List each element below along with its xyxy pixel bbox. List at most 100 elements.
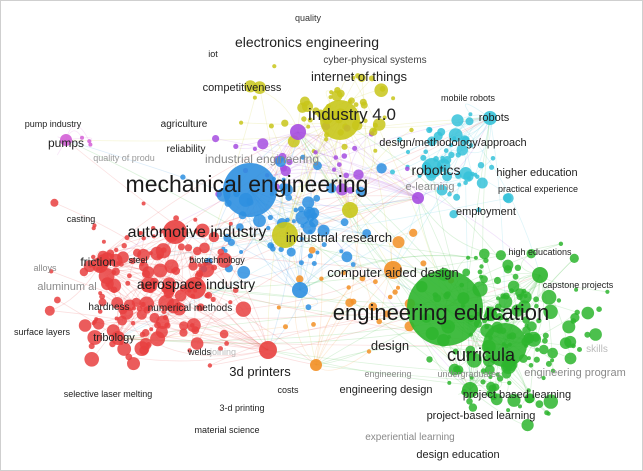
network-node bbox=[420, 260, 427, 267]
network-edge bbox=[315, 151, 541, 276]
label-mobile-robots: mobile robots bbox=[441, 93, 496, 103]
network-node bbox=[392, 236, 405, 249]
network-node bbox=[518, 300, 531, 313]
network-node bbox=[311, 322, 316, 327]
network-node bbox=[193, 217, 198, 222]
label-robots: robots bbox=[479, 112, 510, 124]
network-node bbox=[267, 214, 273, 221]
label-engineering: engineering bbox=[364, 369, 411, 379]
network-node bbox=[341, 251, 353, 263]
network-node bbox=[286, 158, 293, 166]
network-node bbox=[452, 348, 459, 355]
label-skills: skills bbox=[586, 344, 608, 355]
network-node bbox=[196, 303, 205, 312]
network-node bbox=[550, 358, 555, 363]
hub-node bbox=[342, 202, 358, 218]
network-node bbox=[484, 308, 498, 322]
network-edge bbox=[462, 117, 491, 154]
network-node bbox=[363, 118, 368, 124]
network-node bbox=[359, 275, 366, 282]
network-node bbox=[317, 224, 330, 237]
network-node bbox=[373, 148, 378, 153]
network-node bbox=[526, 388, 531, 393]
network-node bbox=[357, 73, 366, 82]
network-node bbox=[353, 169, 364, 180]
network-edge bbox=[529, 274, 541, 399]
network-node bbox=[507, 280, 520, 292]
hub-node bbox=[483, 323, 527, 367]
label-internet-of-things: internet of things bbox=[311, 69, 408, 84]
network-edge bbox=[355, 104, 394, 271]
network-node bbox=[295, 210, 310, 225]
network-node bbox=[54, 296, 61, 304]
network-node bbox=[266, 225, 271, 231]
network-node bbox=[302, 196, 315, 209]
network-node bbox=[224, 341, 230, 346]
label-agriculture: agriculture bbox=[161, 119, 208, 130]
network-node bbox=[521, 419, 534, 432]
network-node bbox=[281, 119, 289, 127]
network-node bbox=[526, 249, 536, 259]
label-material-science: material science bbox=[194, 425, 259, 435]
network-node bbox=[267, 242, 274, 249]
network-node bbox=[134, 341, 150, 356]
network-node bbox=[257, 138, 269, 150]
network-node bbox=[223, 248, 228, 253]
network-node bbox=[484, 365, 495, 375]
network-node bbox=[278, 246, 284, 252]
network-node bbox=[391, 96, 396, 101]
label-competitiveness: competitiveness bbox=[203, 82, 282, 94]
network-edge bbox=[274, 117, 491, 189]
network-edge bbox=[469, 373, 509, 398]
network-node bbox=[457, 182, 462, 187]
network-node bbox=[564, 335, 577, 348]
hub-node bbox=[310, 359, 322, 371]
network-node bbox=[488, 375, 493, 379]
network-node bbox=[372, 118, 386, 131]
network-node bbox=[140, 276, 157, 293]
network-node bbox=[332, 167, 337, 172]
network-edge bbox=[106, 275, 269, 351]
network-node bbox=[120, 306, 134, 320]
network-edge bbox=[315, 351, 370, 371]
network-node bbox=[173, 215, 180, 222]
network-node bbox=[460, 135, 470, 145]
network-node bbox=[544, 410, 550, 416]
network-node bbox=[507, 380, 512, 386]
network-node bbox=[142, 266, 155, 278]
network-node bbox=[275, 156, 287, 167]
network-node bbox=[526, 321, 537, 332]
network-node bbox=[387, 294, 393, 300]
network-node bbox=[92, 318, 105, 330]
network-edge bbox=[99, 208, 302, 266]
hub-node bbox=[223, 163, 277, 217]
network-node bbox=[541, 375, 546, 381]
label-industrial-engineering: industrial engineering bbox=[205, 152, 319, 166]
network-node bbox=[153, 263, 168, 278]
network-node bbox=[459, 167, 473, 180]
network-node bbox=[453, 193, 461, 201]
label-project-based-learning-1: project based learning bbox=[463, 389, 571, 401]
network-edge bbox=[392, 117, 491, 173]
network-node bbox=[87, 139, 92, 144]
label-automotive-industry: automotive industry bbox=[128, 224, 267, 241]
network-node bbox=[301, 116, 307, 122]
network-node bbox=[159, 229, 164, 234]
network-node bbox=[137, 231, 142, 236]
network-node bbox=[91, 254, 96, 260]
label-mechanical-engineering: mechanical engineering bbox=[126, 171, 369, 197]
network-node bbox=[346, 285, 351, 290]
network-node bbox=[558, 241, 564, 246]
label-design-education: design education bbox=[416, 449, 499, 461]
network-node bbox=[233, 143, 239, 149]
network-node bbox=[302, 221, 316, 235]
network-node bbox=[158, 294, 175, 311]
node-layer bbox=[44, 64, 610, 432]
network-node bbox=[420, 154, 427, 161]
network-node bbox=[480, 379, 486, 385]
network-edge bbox=[297, 131, 343, 190]
network-node bbox=[390, 169, 395, 175]
network-node bbox=[126, 273, 132, 279]
network-edge bbox=[129, 209, 351, 306]
network-node bbox=[526, 331, 542, 347]
